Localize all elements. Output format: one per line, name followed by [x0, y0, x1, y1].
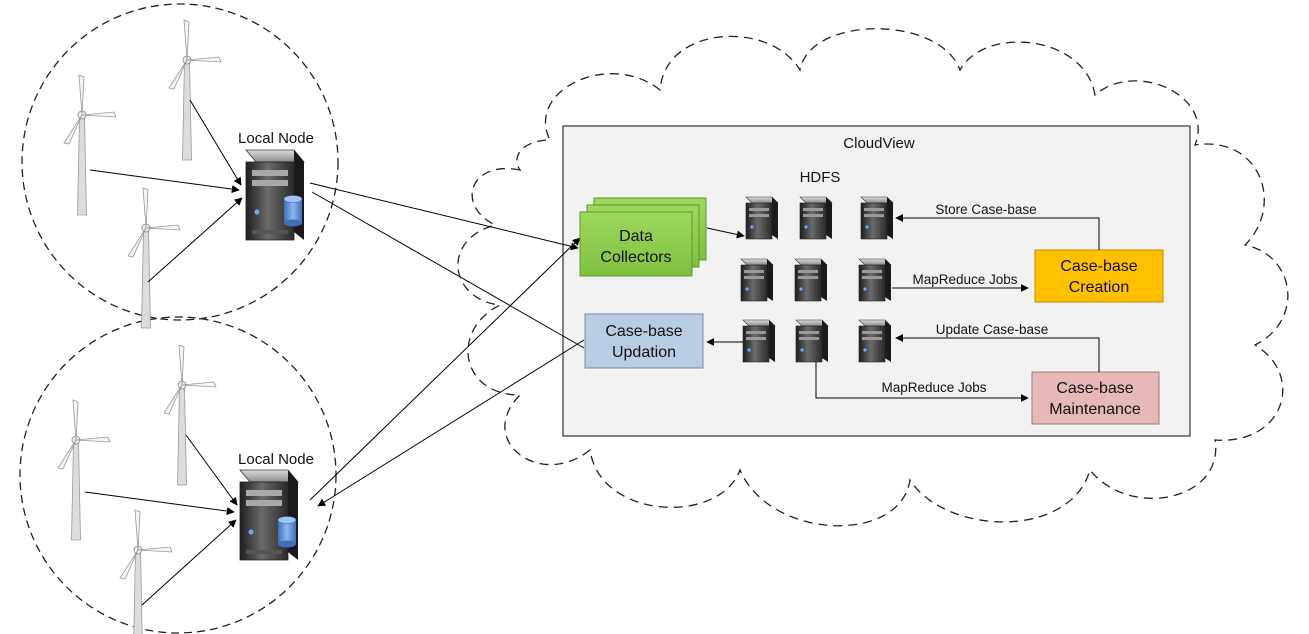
wind-turbine-icon: [127, 187, 181, 329]
hdfs-server-icon: [745, 196, 779, 240]
mapreduce-jobs-label-1: MapReduce Jobs: [912, 272, 1017, 287]
data-collectors-line2: Collectors: [600, 249, 671, 266]
mapreduce-jobs-label-2: MapReduce Jobs: [881, 380, 986, 395]
local-node-label-1: Local Node: [238, 130, 314, 147]
update-case-base-label: Update Case-base: [936, 322, 1049, 337]
database-icon: [283, 195, 303, 227]
turbine-links: [84, 99, 243, 606]
database-icon: [277, 516, 297, 548]
store-case-base-label: Store Case-base: [935, 202, 1036, 217]
hdfs-server-icon: [794, 258, 828, 302]
hdfs-server-icon: [740, 258, 774, 302]
creation-line2: Creation: [1069, 279, 1129, 296]
cloud-outline: [457, 28, 1289, 527]
local-node-label-2: Local Node: [238, 451, 314, 468]
hdfs-server-icon: [742, 319, 776, 363]
wind-turbine-icon: [63, 74, 117, 216]
cloudview-title: CloudView: [843, 135, 915, 152]
local-node-region-1: [21, 3, 339, 321]
hdfs-server-icon: [795, 319, 829, 363]
maintenance-line1: Case-base: [1056, 380, 1133, 397]
hdfs-server-icon: [860, 196, 894, 240]
data-collectors-line1: Data: [619, 228, 653, 245]
internal-links: [706, 214, 1100, 402]
node-cloud-links: [309, 182, 585, 507]
data-collectors-box: Data Collectors: [579, 197, 707, 277]
hdfs-server-icon: [858, 258, 892, 302]
updation-line1: Case-base: [605, 323, 682, 340]
maintenance-line2: Maintenance: [1049, 401, 1141, 418]
hdfs-server-icon: [799, 196, 833, 240]
case-base-creation-box: Case-base Creation: [1034, 249, 1164, 303]
local-node-server-icon: [245, 149, 305, 241]
hdfs-label: HDFS: [800, 169, 841, 186]
hdfs-cluster: [740, 196, 894, 363]
wind-turbine-icon: [119, 509, 173, 634]
hdfs-server-icon: [858, 319, 892, 363]
creation-line1: Case-base: [1060, 258, 1137, 275]
wind-turbine-icon: [163, 344, 217, 486]
case-base-maintenance-box: Case-base Maintenance: [1031, 371, 1160, 425]
updation-line2: Updation: [612, 344, 676, 361]
case-base-updation-box: Case-base Updation: [584, 313, 704, 369]
wind-turbine-icon: [57, 399, 111, 541]
